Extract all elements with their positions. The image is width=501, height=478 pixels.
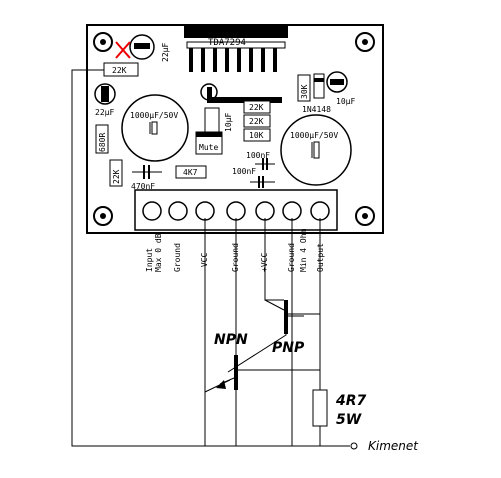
res-22k-bottom-label: 22K (112, 169, 121, 184)
tda-chip: TDA7294 (184, 26, 288, 72)
res-680r-label: 680R (98, 133, 107, 152)
mounting-hole-tl (93, 32, 113, 52)
pnp-transistor: PNP (264, 299, 305, 356)
chip-label: TDA7294 (208, 38, 246, 48)
mounting-hole-br (355, 206, 375, 226)
res-22k-bottom: 22K (109, 159, 123, 187)
diode-1n4148: 1N4148 (302, 73, 331, 114)
mute-block: Mute (195, 131, 223, 155)
npn-transistor: NPN (214, 332, 248, 390)
resistor-power: 5W (336, 412, 362, 428)
terminal-min: Min 4 Ohm (299, 228, 308, 272)
cap-10uf-right: 10µF (326, 71, 355, 106)
res-22k-input-label: 22K (112, 66, 127, 75)
cap-470nf-label: 470nF (131, 182, 155, 191)
diode-label: 1N4148 (302, 105, 331, 114)
res-22k-input: 22K (103, 62, 139, 77)
res-22k-b: 22K (243, 114, 271, 128)
npn-label: NPN (214, 332, 248, 348)
cap-22uf-left-label: 22µF (95, 108, 114, 117)
cap-10uf-right-label: 10µF (336, 97, 355, 106)
res-30k: 30K (297, 74, 311, 102)
cap-100nf-a: 100nF (246, 151, 275, 170)
res-10k-label: 10K (249, 131, 264, 140)
cap-100nf-a-label: 100nF (246, 151, 270, 160)
resistor-4r7: 4R7 5W (312, 389, 367, 428)
cap-1000uf-right: 1000µF/50V (280, 114, 352, 186)
cap-100nf-b: 100nF (232, 167, 275, 188)
res-4k7-label: 4K7 (183, 168, 198, 177)
res-22k-a-label: 22K (249, 103, 264, 112)
output-label: Kimenet (368, 439, 419, 453)
terminal-labels: Input Max 0 dB Ground -VCC Ground +VCC G… (145, 228, 325, 272)
cap-22uf-top: 22µF (115, 34, 170, 62)
mounting-hole-bl (93, 206, 113, 226)
cap-1000uf-right-label: 1000µF/50V (290, 131, 338, 140)
cap-100nf-b-label: 100nF (232, 167, 256, 176)
cap-470nf: 470nF (131, 165, 162, 191)
cap-22uf-top-label: 22µF (161, 43, 170, 62)
terminal-ground-1: Ground (173, 243, 182, 272)
res-10k: 10K (243, 128, 271, 142)
output-terminal: Kimenet (350, 439, 419, 453)
res-22k-b-label: 22K (249, 117, 264, 126)
cap-1000uf-left: 1000µF/50V (121, 94, 189, 162)
terminal-max: Max 0 dB (154, 233, 163, 272)
cap-22uf-left: 22µF (94, 83, 116, 117)
terminal-block (134, 189, 338, 231)
res-680r: 680R (95, 124, 109, 154)
cap-10uf-mid-label: 10µF (224, 113, 233, 132)
res-22k-a: 22K (243, 100, 271, 114)
cap-1000uf-left-label: 1000µF/50V (130, 111, 178, 120)
resistor-value: 4R7 (335, 393, 367, 409)
terminal-input: Input (145, 248, 154, 272)
res-4k7: 4K7 (175, 165, 207, 179)
mounting-hole-tr (355, 32, 375, 52)
pnp-label: PNP (272, 340, 305, 356)
res-30k-label: 30K (300, 84, 309, 99)
mute-label: Mute (199, 143, 218, 152)
cap-10uf-mid: 10µF (200, 83, 282, 133)
